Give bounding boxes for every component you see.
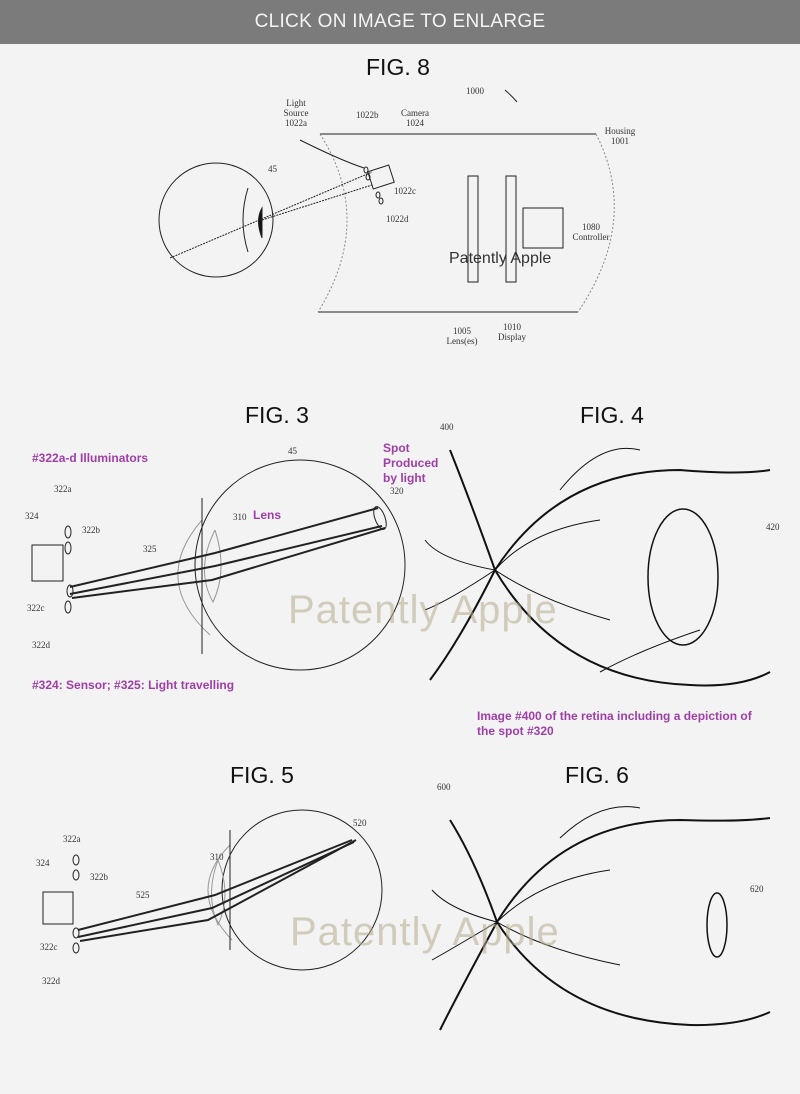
fig4-title: FIG. 4 — [580, 402, 644, 428]
label-1022b: 1022b — [356, 110, 379, 120]
watermark-fig3-4: Patently Apple — [288, 588, 558, 632]
fig5-title: FIG. 5 — [230, 762, 294, 788]
display-1010 — [505, 175, 517, 283]
label-322d: 322d — [32, 640, 50, 650]
label-45: 45 — [288, 446, 297, 456]
enlarge-image-banner[interactable]: CLICK ON IMAGE TO ENLARGE — [0, 0, 800, 44]
eye-45 — [194, 459, 406, 671]
label-400: 400 — [440, 422, 454, 432]
label-camera: Camera 1024 — [401, 108, 429, 128]
label-322c: 322c — [40, 942, 58, 952]
watermark-fig8: Patently Apple — [449, 250, 552, 267]
fig8-drawing — [158, 89, 615, 313]
label-320: 320 — [390, 486, 404, 496]
label-324: 324 — [25, 511, 39, 521]
label-322a: 322a — [63, 834, 81, 844]
sensor-324 — [31, 544, 64, 582]
label-324: 324 — [36, 858, 50, 868]
fig6-retina — [431, 806, 771, 1031]
fig4-caption: Image #400 of the retina including a dep… — [477, 709, 752, 738]
label-322c: 322c — [27, 603, 45, 613]
label-525: 525 — [136, 890, 150, 900]
fig8-title: FIG. 8 — [366, 54, 430, 80]
eye — [221, 809, 383, 971]
fig4-retina — [424, 447, 771, 687]
fig6-title: FIG. 6 — [565, 762, 629, 788]
label-310: 310 — [210, 852, 224, 862]
label-322d: 322d — [42, 976, 60, 986]
fig3-drawing — [31, 459, 406, 671]
label-1022c: 1022c — [394, 186, 416, 196]
spot-420 — [647, 508, 719, 646]
watermark-fig5-6: Patently Apple — [290, 910, 560, 954]
label-520: 520 — [353, 818, 367, 828]
label-322a: 322a — [54, 484, 72, 494]
sensor-324 — [42, 891, 74, 925]
label-housing: Housing 1001 — [604, 126, 636, 146]
annotation-sensor: #324: Sensor; #325: Light travelling — [32, 678, 235, 692]
label-lens: 1005 Lens(es) — [446, 326, 478, 346]
lens-1005 — [467, 175, 479, 283]
label-322b: 322b — [82, 525, 100, 535]
eye-45 — [158, 162, 274, 278]
label-1000: 1000 — [466, 86, 484, 96]
annotation-lens: Lens — [253, 508, 282, 522]
spot-620 — [706, 892, 728, 958]
label-310: 310 — [233, 512, 247, 522]
fig5-drawing — [42, 809, 383, 971]
label-1022d: 1022d — [386, 214, 409, 224]
annotation-illuminators: #322a-d Illuminators — [32, 451, 149, 465]
label-light-source: Light Source 1022a — [283, 98, 309, 128]
label-display: 1010 Display — [498, 322, 526, 342]
label-eye-45: 45 — [268, 164, 277, 174]
label-420: 420 — [766, 522, 780, 532]
label-controller: 1080 Controller — [572, 222, 610, 242]
fig3-title: FIG. 3 — [245, 402, 309, 428]
label-600: 600 — [437, 782, 451, 792]
label-322b: 322b — [90, 872, 108, 882]
label-325: 325 — [143, 544, 157, 554]
label-620: 620 — [750, 884, 764, 894]
camera-1024 — [367, 164, 395, 190]
controller-1080 — [522, 207, 564, 249]
annotation-spot: Spot Produced by light — [383, 441, 439, 485]
